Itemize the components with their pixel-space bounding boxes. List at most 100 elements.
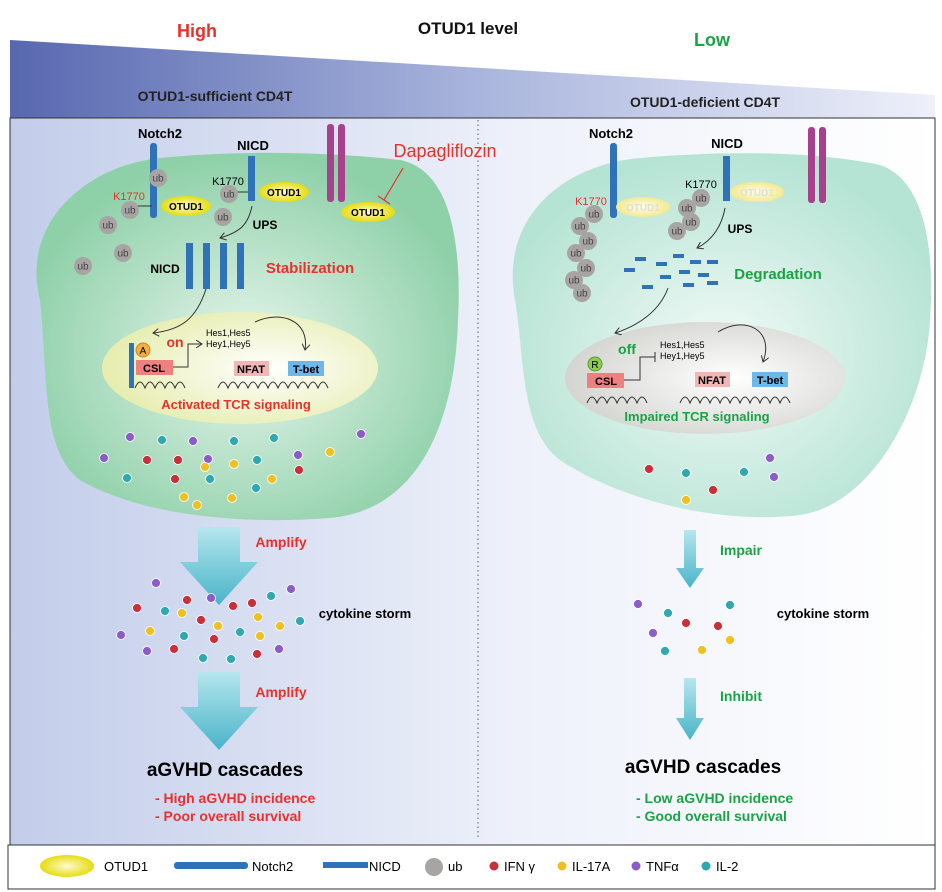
otud1-label: OTUD1 (169, 202, 203, 213)
tbet-box (288, 361, 324, 376)
ub-icon (585, 205, 603, 223)
otud1-protein-pale (616, 197, 670, 217)
ub-label: ub (217, 213, 229, 224)
otud1-level-wedge (10, 40, 935, 118)
cytokine-il2 (739, 467, 749, 477)
degradation-label: Degradation (734, 266, 822, 283)
impair-arrow (676, 530, 704, 588)
membrane-protein-purple (808, 127, 815, 203)
ub-label: ub (582, 237, 594, 248)
ub-icon (573, 284, 591, 302)
nfat-label: NFAT (237, 364, 265, 376)
tbet-label: T-bet (757, 375, 784, 387)
cytokine-il2 (681, 468, 691, 478)
inhibit-arrow (676, 678, 704, 740)
nicd-top-label: NICD (237, 138, 269, 153)
agvhd-cascades-label: aGVHD cascades (625, 757, 781, 778)
cytokine-il17a (325, 447, 335, 457)
cytokine-il17a (725, 635, 735, 645)
nicd-label: NICD (150, 262, 180, 276)
otud1-protein (259, 182, 309, 202)
k1770-label: K1770 (212, 176, 244, 188)
nicd-degraded-fragment (656, 262, 667, 266)
nicd-fragment (186, 243, 193, 289)
cytokine-il17a (179, 492, 189, 502)
cytokine-il17a (267, 474, 277, 484)
ub-icon (214, 208, 232, 226)
repressor-badge (587, 356, 603, 372)
left-subtitle: OTUD1-sufficient CD4T (138, 88, 293, 104)
cytokine-il17a (145, 626, 155, 636)
cytokine-il17a (227, 493, 237, 503)
cytokine-tnfa (286, 584, 296, 594)
legend-label: Notch2 (252, 859, 293, 874)
amplify-label: Amplify (255, 534, 307, 550)
cytokine-ifng (247, 598, 257, 608)
ub-icon (99, 216, 117, 234)
cytokine-ifng (209, 634, 219, 644)
cytokine-il2 (160, 606, 170, 616)
cytokine-tnfa (151, 578, 161, 588)
legend-label: IL-2 (716, 859, 738, 874)
cytokine-il17a (213, 621, 223, 631)
amplify-label: Amplify (255, 684, 307, 700)
high-label: High (177, 21, 217, 41)
legend-notch2-icon (174, 862, 248, 869)
nicd-degraded-fragment (683, 283, 694, 287)
notch2-label: Notch2 (589, 126, 633, 141)
cytokine-il2 (269, 433, 279, 443)
cytokine-il2 (725, 600, 735, 610)
membrane-protein-purple (327, 124, 334, 202)
cytokine-tnfa (648, 628, 658, 638)
membrane-protein-purple (338, 124, 345, 202)
nicd-membrane (723, 156, 730, 201)
right-cell: Notch2 NICD K1770 K1770 OTUD1 OTUD1 ubub… (512, 126, 932, 518)
otud1-label: OTUD1 (740, 188, 774, 199)
cytokine-ifng (294, 465, 304, 475)
inhibit-label: Inhibit (720, 688, 762, 704)
outcome-survival: - Poor overall survival (155, 808, 301, 824)
target-genes-line1: Hes1,Hes5 (206, 328, 251, 338)
inhibition-arrow (377, 167, 404, 205)
otud1-protein (341, 202, 395, 222)
legend-label: NICD (369, 859, 401, 874)
cytokine-storm-label: cytokine storm (777, 606, 869, 621)
otud1-label: OTUD1 (267, 188, 301, 199)
ub-icon (565, 271, 583, 289)
cytokine-tnfa (206, 593, 216, 603)
cytokine-il2 (252, 455, 262, 465)
nicd-degraded-fragment (660, 275, 671, 279)
ub-icon (682, 213, 700, 231)
csl-label: CSL (143, 363, 165, 375)
cytokine-il17a (253, 612, 263, 622)
k1770-red-label: K1770 (113, 191, 145, 203)
cytokine-il17a (192, 500, 202, 510)
cytokine-ifng (173, 455, 183, 465)
cytokine-tnfa (769, 472, 779, 482)
impair-label: Impair (720, 542, 763, 558)
cytokine-il2 (122, 473, 132, 483)
ub-label: ub (588, 210, 600, 221)
legend-ub-icon (425, 858, 443, 876)
amplify-arrow (180, 672, 258, 750)
csl-label: CSL (595, 376, 617, 388)
low-label: Low (694, 30, 731, 50)
cytokine-il17a (229, 459, 239, 469)
legend-box (7, 844, 936, 890)
cytokine-il2 (229, 436, 239, 446)
impaired-tcr-label: Impaired TCR signaling (624, 409, 769, 424)
nicd-degraded-fragment (679, 270, 690, 274)
cytokine-ifng (228, 601, 238, 611)
repressor-label: R (591, 360, 598, 371)
ub-label: ub (570, 249, 582, 260)
cytokine-tnfa (765, 453, 775, 463)
right-subtitle: OTUD1-deficient CD4T (630, 94, 781, 110)
outcome-survival: - Good overall survival (636, 808, 787, 824)
cytokine-ifng (196, 615, 206, 625)
csl-box (587, 373, 624, 388)
cytokine-tnfa (274, 644, 284, 654)
legend-label: IL-17A (572, 859, 611, 874)
nicd-fragment (203, 243, 210, 289)
otud1-protein-pale (730, 182, 784, 202)
k1770-red-label: K1770 (575, 196, 607, 208)
